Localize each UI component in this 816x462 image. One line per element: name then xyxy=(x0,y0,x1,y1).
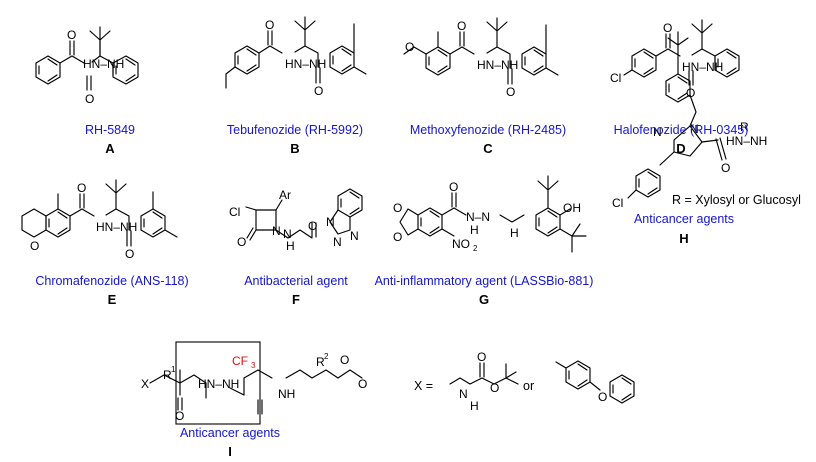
atom-label: O xyxy=(175,409,184,423)
atom-label: NO xyxy=(452,237,470,251)
substituent-boc xyxy=(449,362,519,385)
structure-H xyxy=(627,31,727,199)
atom-label: O xyxy=(449,180,458,194)
letter-B: B xyxy=(290,141,299,156)
atom-label: O xyxy=(308,219,317,233)
label-F: Antibacterial agent xyxy=(244,274,348,288)
structure-E xyxy=(21,179,178,247)
atom-label: N xyxy=(690,122,699,136)
atom-label: O xyxy=(477,350,486,364)
atom-label: H xyxy=(510,226,519,240)
atom-label: O xyxy=(598,390,607,404)
label-I: Anticancer agents xyxy=(180,426,280,440)
atom-label: O xyxy=(405,40,414,54)
structure-D xyxy=(623,19,740,86)
atom-label: O xyxy=(686,86,695,100)
structure-A xyxy=(35,26,139,91)
atom-label: R xyxy=(740,120,749,134)
letter-G: G xyxy=(479,292,489,307)
label-C: Methoxyfenozide (RH-2485) xyxy=(410,123,566,137)
atom-label: R xyxy=(163,368,172,382)
label-G: Anti-inflammatory agent (LASSBio-881) xyxy=(375,274,594,288)
atom-label: H xyxy=(286,239,295,253)
atom-label: O xyxy=(358,377,367,391)
atom-label: Ar xyxy=(279,188,291,202)
atom-label: N xyxy=(333,235,342,249)
atom-label: N–N xyxy=(466,210,490,224)
atom-label: O xyxy=(30,239,39,253)
atom-label: Cl xyxy=(612,196,623,210)
atom-label: X xyxy=(141,377,149,391)
atom-label: N xyxy=(283,227,292,241)
atom-label: HN–NH xyxy=(682,60,723,74)
structure-I xyxy=(149,341,363,425)
letter-E: E xyxy=(108,292,117,307)
label-B: Tebufenozide (RH-5992) xyxy=(227,123,363,137)
atom-label: O xyxy=(67,28,76,42)
structure-F xyxy=(245,188,363,241)
cf3-label: CF xyxy=(232,354,248,368)
atom-label: HN–NH xyxy=(83,57,124,71)
atom-superscript: 2 xyxy=(324,352,329,361)
substituent-phenoxyphenyl xyxy=(555,360,635,404)
atom-label: HN–NH xyxy=(198,377,239,391)
atom-label: N xyxy=(272,224,281,238)
letter-A: A xyxy=(105,141,115,156)
atom-label: HN–NH xyxy=(285,57,326,71)
atom-label: HN–NH xyxy=(477,58,518,72)
atom-label: H xyxy=(470,223,479,237)
structure-G xyxy=(399,175,587,253)
label-H: Anticancer agents xyxy=(634,212,734,226)
atom-label: N xyxy=(459,387,468,401)
letter-I: I xyxy=(228,444,232,459)
x-definition: X = xyxy=(414,379,433,393)
atom-subscript: 2 xyxy=(473,244,478,253)
atom-superscript: 1 xyxy=(171,365,176,374)
atom-label: O xyxy=(77,181,86,195)
atom-label: N xyxy=(350,229,359,243)
atom-label: O xyxy=(490,381,499,395)
atom-label: O xyxy=(663,21,672,35)
atom-label: Cl xyxy=(229,205,240,219)
atom-label: O xyxy=(393,230,402,244)
atom-label: OH xyxy=(563,201,581,215)
label-A: RH-5849 xyxy=(85,123,135,137)
letter-C: C xyxy=(483,141,493,156)
atom-label: O xyxy=(340,353,349,367)
cf3-subscript: 3 xyxy=(251,361,256,370)
letter-H: H xyxy=(679,231,688,246)
r-definition: R = Xylosyl or Glucosyl xyxy=(672,193,801,207)
atom-label: Cl xyxy=(610,71,621,85)
atom-label: O xyxy=(314,84,323,98)
atom-label: O xyxy=(125,247,134,261)
highlight-box xyxy=(175,341,261,425)
atom-label: HN–NH xyxy=(726,134,767,148)
structure-B xyxy=(225,16,367,89)
or-text: or xyxy=(523,379,534,393)
label-E: Chromafenozide (ANS-118) xyxy=(35,274,188,288)
letter-D: D xyxy=(676,141,685,156)
structure-C xyxy=(403,17,559,85)
atom-label: O xyxy=(393,201,402,215)
atom-label: O xyxy=(457,19,466,33)
atom-label: O xyxy=(265,18,274,32)
atom-label: O xyxy=(237,235,246,249)
atom-label: O xyxy=(721,161,730,175)
atom-label: H xyxy=(470,399,479,413)
atom-label: N xyxy=(653,125,662,139)
atom-label: O xyxy=(85,92,94,106)
label-D: Halofenozide (RH-0345) xyxy=(614,123,749,137)
letter-F: F xyxy=(292,292,300,307)
atom-label: N xyxy=(326,215,335,229)
atom-label: O xyxy=(506,85,515,99)
atom-label: NH xyxy=(278,387,295,401)
atom-label: R xyxy=(316,355,325,369)
atom-label: HN–NH xyxy=(96,220,137,234)
